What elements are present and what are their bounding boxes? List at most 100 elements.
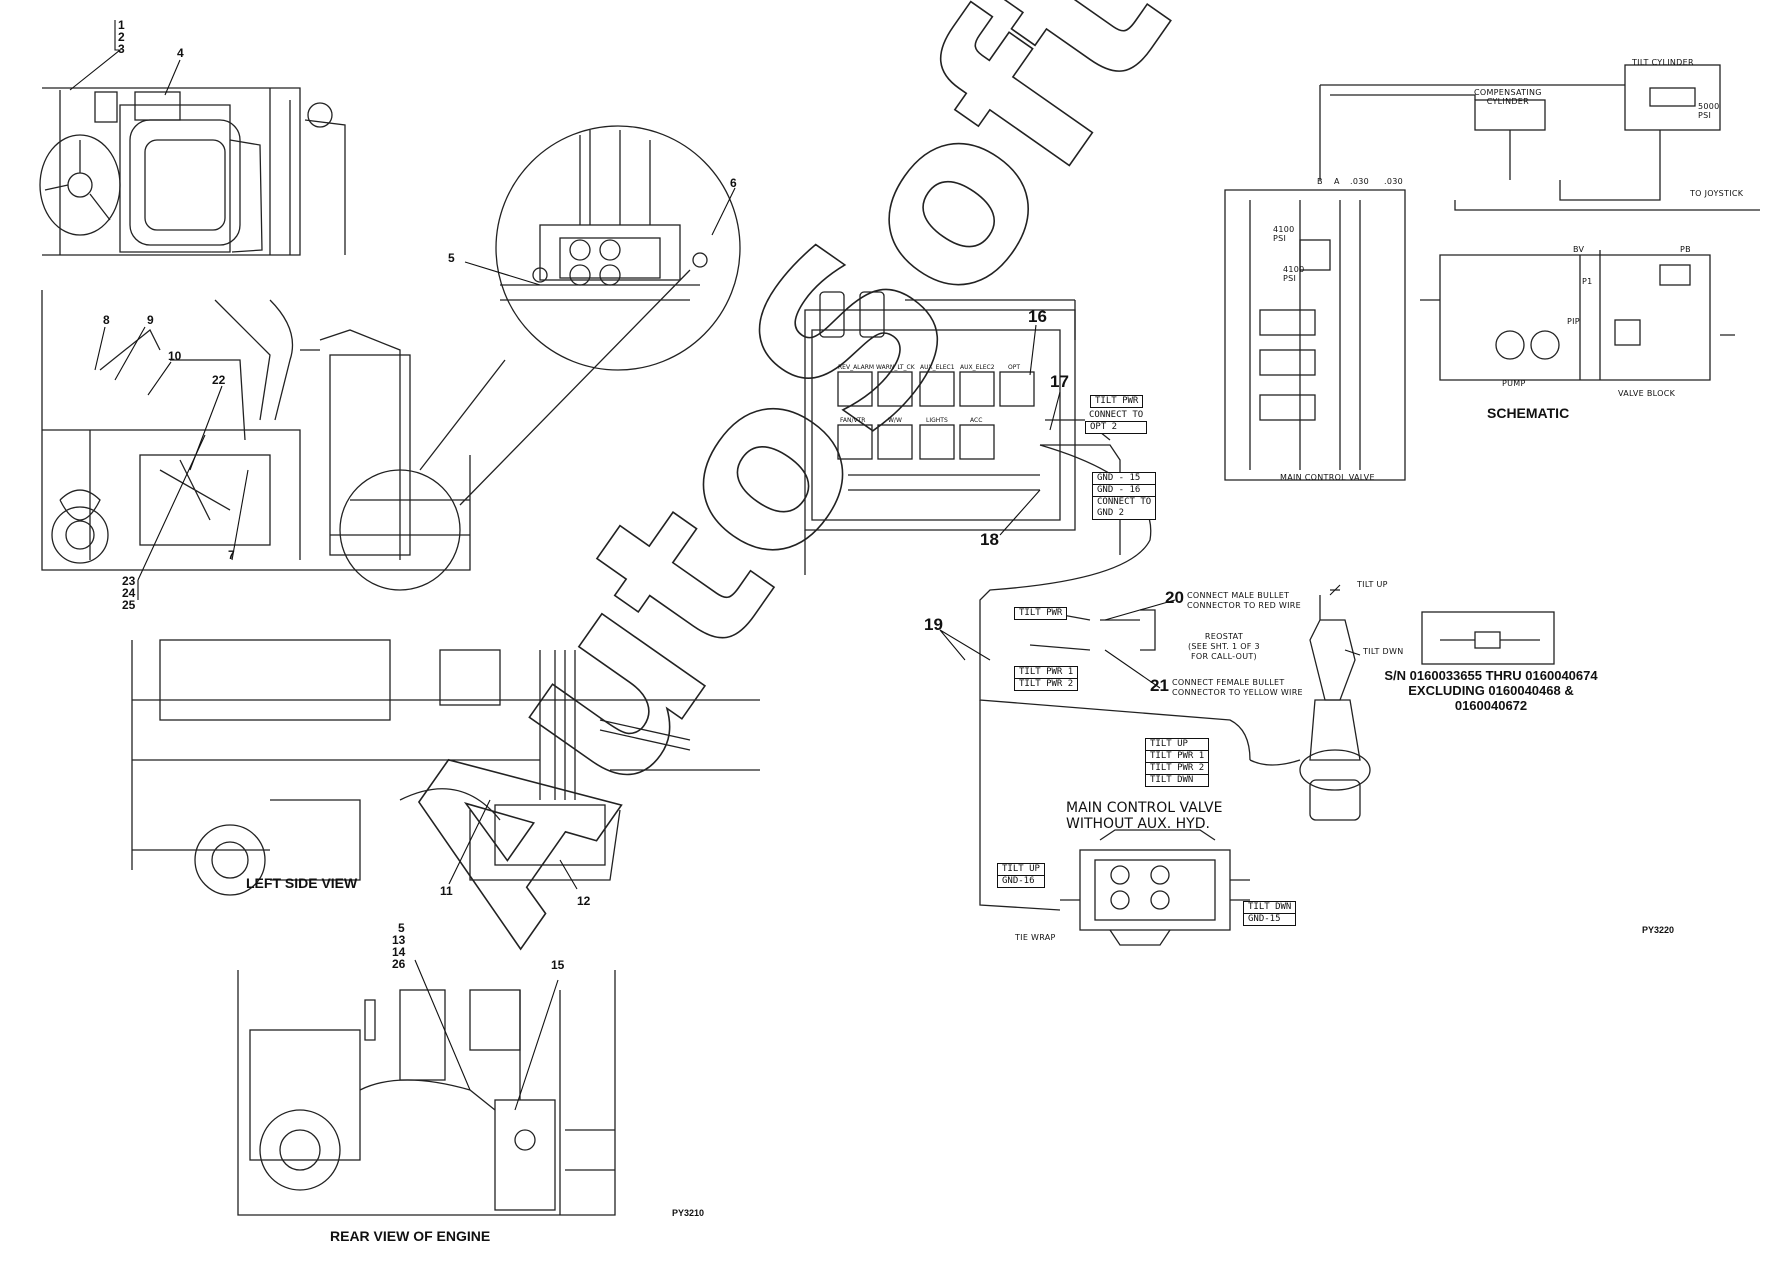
- callout-8: 8: [103, 313, 110, 327]
- wire-tag-line: TILT PWR: [1019, 608, 1063, 618]
- relay-label-lights: LIGHTS: [926, 417, 948, 424]
- wire-tag-line: TILT PWR 1: [1015, 667, 1078, 679]
- schem-psi-5000: 5000 PSI: [1698, 102, 1720, 120]
- note-line: (SEE SHT. 1 OF 3: [1188, 642, 1260, 651]
- callout-18: 18: [980, 530, 999, 549]
- relay-label-ww: W/W: [888, 417, 902, 424]
- relay-label-warn-lt-ck: WARN_LT_CK: [876, 364, 915, 371]
- callout-14: 14: [392, 945, 406, 959]
- callout-23: 23: [122, 574, 136, 588]
- callout-10: 10: [168, 349, 182, 363]
- note-female-bullet: CONNECT FEMALE BULLET CONNECTOR TO YELLO…: [1172, 678, 1303, 698]
- left-side-view-drawing: [131, 639, 760, 896]
- schem-compensating-cylinder: COMPENSATING CYLINDER: [1474, 88, 1542, 106]
- relay-label-rev-alarm: REV_ALARM: [838, 364, 875, 371]
- wire-tag-line: CONNECT TO: [1089, 410, 1144, 420]
- rear-engine-drawing: [237, 970, 616, 1216]
- callout-11: 11: [440, 884, 453, 898]
- callout-25: 25: [122, 598, 136, 612]
- schem-orifice-b: .030: [1384, 177, 1404, 186]
- schem-main-control-valve: MAIN CONTROL VALVE: [1280, 473, 1375, 482]
- schem-p1: P1: [1582, 277, 1593, 286]
- serial-inset-drawing: [1421, 611, 1555, 665]
- relay-label-fan-vtr: FAN/VTR: [840, 417, 866, 424]
- wire-tag-line: TILT UP: [998, 864, 1044, 876]
- schem-port-b: B: [1317, 177, 1323, 186]
- schem-orifice-a: .030: [1350, 177, 1370, 186]
- caption-rear-view-of-engine: REAR VIEW OF ENGINE: [330, 1228, 491, 1244]
- schem-line: CYLINDER: [1486, 97, 1530, 106]
- callout-12: 12: [577, 894, 591, 908]
- relay-panel-drawing: [804, 291, 1121, 575]
- schem-pb: PB: [1680, 245, 1691, 254]
- schem-valve-block: VALVE BLOCK: [1618, 389, 1676, 398]
- schem-psi-4100b: 4100 PSI: [1283, 265, 1305, 283]
- wire-tag-joystick: TILT UP TILT PWR 1 TILT PWR 2 TILT DWN: [1145, 738, 1210, 787]
- wire-tag-tilt-pwr-mid: TILT PWR: [1014, 607, 1068, 620]
- callout-5-top: 5: [448, 251, 455, 265]
- relay-label-aux-elec2: AUX_ELEC2: [960, 364, 995, 371]
- note-line: REOSTAT: [1204, 632, 1244, 641]
- callout-24: 24: [122, 586, 136, 600]
- callout-16: 16: [1028, 307, 1047, 326]
- wire-tag-gnd-block: GND - 15 GND - 16 CONNECT TO GND 2: [1092, 472, 1157, 520]
- wire-tag-line: TILT PWR: [1095, 396, 1139, 406]
- note-line: FOR CALL-OUT): [1190, 652, 1257, 661]
- schem-line: COMPENSATING: [1474, 88, 1542, 97]
- hydraulic-schematic: [1224, 64, 1760, 481]
- schem-port-a: A: [1334, 177, 1340, 186]
- note-tilt-dwn: TILT DWN: [1363, 647, 1404, 656]
- callout-15: 15: [551, 958, 565, 972]
- relay-label-opt: OPT: [1008, 364, 1021, 371]
- callout-1: 1: [118, 18, 125, 32]
- schem-line: PSI: [1273, 234, 1287, 243]
- note-line: CONNECTOR TO RED WIRE: [1187, 601, 1302, 610]
- wire-tag-line: TILT DWN: [1244, 902, 1296, 914]
- relay-label-acc: ACC: [970, 417, 983, 424]
- callout-5-stack: 5: [398, 921, 405, 935]
- schem-line: 4100: [1283, 265, 1305, 274]
- caption-without-aux-hyd: WITHOUT AUX. HYD.: [1066, 816, 1210, 832]
- caption-main-control-valve: MAIN CONTROL VALVE: [1066, 800, 1223, 816]
- note-line: CONNECT MALE BULLET: [1187, 591, 1290, 600]
- wire-tag-line: TILT DWN: [1150, 775, 1194, 785]
- drawing-code-right: PY3220: [1642, 925, 1675, 935]
- caption-left-side-view: LEFT SIDE VIEW: [246, 875, 358, 891]
- callout-17: 17: [1050, 372, 1069, 391]
- watermark-outline: AutoSoft: [346, 0, 1222, 982]
- schem-psi-4100a: 4100 PSI: [1273, 225, 1295, 243]
- wire-tag-line: GND - 15: [1093, 473, 1156, 485]
- side-chassis-drawing: [41, 269, 691, 591]
- callout-13: 13: [392, 933, 406, 947]
- schem-line: PSI: [1283, 274, 1297, 283]
- wire-tag-line: TILT UP: [1146, 739, 1209, 751]
- serial-line: EXCLUDING 0160040468 &: [1408, 683, 1574, 698]
- note-tie-wrap: TIE WRAP: [1015, 933, 1056, 942]
- wire-tag-tilt-dwn-gnd15: TILT DWN GND-15: [1243, 901, 1297, 926]
- schem-pump: PUMP: [1502, 379, 1526, 388]
- note-tilt-up: TILT UP: [1357, 580, 1388, 589]
- joystick-drawing: [1299, 589, 1371, 821]
- drawing-code-left: PY3210: [672, 1208, 705, 1218]
- wire-tag-tilt-pwr-12: TILT PWR 1 TILT PWR 2: [1014, 666, 1079, 691]
- callout-21: 21: [1150, 676, 1169, 695]
- serial-line: 0160040672: [1454, 698, 1528, 713]
- note-male-bullet: CONNECT MALE BULLET CONNECTOR TO RED WIR…: [1187, 591, 1301, 611]
- wire-tag-tilt-pwr-top: TILT PWR: [1090, 395, 1144, 408]
- serial-line: S/N 0160033655 THRU 0160040674: [1384, 668, 1598, 683]
- wire-tag-line: TILT PWR 2: [1146, 763, 1209, 775]
- schem-line: PSI: [1698, 111, 1712, 120]
- wire-tag-line: TILT PWR 2: [1019, 679, 1074, 689]
- callout-9: 9: [147, 313, 154, 327]
- wire-tag-line: GND - 16: [1093, 485, 1156, 497]
- callout-20: 20: [1165, 588, 1184, 607]
- caption-schematic: SCHEMATIC: [1487, 405, 1570, 421]
- callout-7: 7: [228, 548, 235, 562]
- callout-2: 2: [118, 30, 125, 44]
- main-control-valve-drawing: [1060, 829, 1250, 946]
- wire-tag-line: GND-15: [1248, 914, 1281, 924]
- operator-station-drawing: [39, 87, 346, 256]
- schem-tilt-cylinder: TILT CYLINDER: [1632, 58, 1694, 67]
- note-line: CONNECTOR TO YELLOW WIRE: [1172, 688, 1303, 697]
